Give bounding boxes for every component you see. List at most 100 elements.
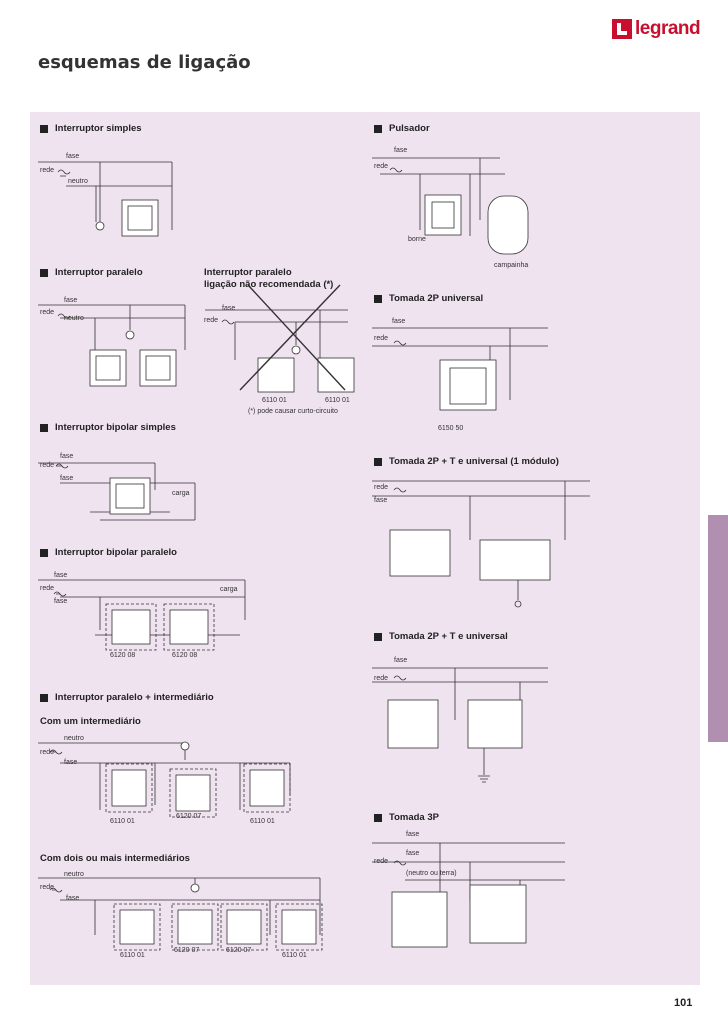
label-fase: fase — [394, 657, 408, 664]
label-neutro-ou-terra: (neutro ou terra) — [406, 870, 457, 877]
label-campainha: campainha — [494, 262, 529, 269]
bullet-square-icon — [40, 693, 48, 702]
section-title-pulsador: Pulsador — [374, 123, 430, 134]
diagram-bipolar-paralelo — [38, 579, 246, 651]
label-carga: carga — [172, 490, 190, 497]
label-fase: fase — [394, 147, 408, 154]
label-ref-6120-07: 6120 07 — [226, 947, 252, 954]
page-title: esquemas de ligação — [38, 52, 251, 73]
label-rede: rede — [40, 309, 55, 316]
label-rede: rede — [374, 858, 389, 865]
diagram-interruptor-paralelo — [38, 304, 186, 387]
label-rede: rede — [40, 884, 55, 891]
label-ref-6110-01: 6110 01 — [120, 952, 145, 959]
label-neutro: neutro — [64, 735, 84, 742]
bullet-square-icon — [40, 124, 48, 133]
label-neutro: neutro — [64, 315, 84, 322]
diagram-dois-intermediarios — [38, 877, 323, 951]
label-fase: fase — [406, 850, 420, 857]
diagram-bipolar-simples — [38, 462, 196, 521]
label-fase: fase — [222, 305, 236, 312]
label-ref-6120-07: 6120 07 — [174, 947, 200, 954]
label-rede: rede — [374, 484, 389, 491]
diagram-tomada-2pt-1modulo — [372, 480, 590, 608]
label-fase: fase — [406, 831, 420, 838]
label-ref-6110-01: 6110 01 — [110, 818, 135, 825]
label-fase: fase — [64, 297, 78, 304]
section-title-nao-recomendada-2: ligação não recomendada (*) — [204, 279, 334, 290]
section-title-text: Tomada 3P — [389, 812, 439, 823]
label-neutro: neutro — [64, 871, 84, 878]
subtitle-um-intermediario: Com um intermediário — [40, 716, 141, 727]
section-title-text: Tomada 2P universal — [389, 293, 484, 304]
label-fase: fase — [64, 759, 78, 766]
label-rede: rede — [40, 462, 55, 469]
label-rede: rede — [374, 675, 389, 682]
legrand-logo: legrand — [612, 18, 701, 40]
section-title-tomada-3p: Tomada 3P — [374, 812, 439, 823]
legrand-logo-mark — [612, 19, 632, 39]
section-title-text: Tomada 2P + T e universal — [389, 631, 508, 642]
label-ref-6150-50: 6150 50 — [438, 425, 464, 432]
chapter-tab — [708, 515, 728, 742]
section-title-text: Interruptor simples — [55, 123, 142, 134]
diagram-tomada-3p — [372, 842, 565, 948]
label-ref-6120-08-b: 6120 08 — [172, 652, 198, 659]
bullet-square-icon — [374, 457, 382, 466]
bullet-square-icon — [374, 632, 382, 641]
section-title-bipolar-paralelo: Interruptor bipolar paralelo — [40, 547, 177, 558]
label-rede: rede — [204, 317, 219, 324]
label-ref-6110-01-a: 6110 01 — [262, 397, 287, 404]
section-title-bipolar-simples: Interruptor bipolar simples — [40, 422, 176, 433]
diagram-um-intermediario — [38, 741, 291, 818]
bullet-square-icon — [374, 124, 382, 133]
label-borne: borne — [408, 236, 426, 243]
section-title-nao-recomendada-1: Interruptor paralelo — [204, 267, 292, 278]
section-title-text: Interruptor bipolar paralelo — [55, 547, 177, 558]
note-curto-circuito: (*) pode causar curto-circuito — [248, 408, 338, 415]
label-rede: rede — [40, 585, 55, 592]
label-fase: fase — [54, 572, 68, 579]
section-title-paralelo-intermediario: Interruptor paralelo + intermediário — [40, 692, 214, 703]
label-carga: carga — [220, 586, 238, 593]
diagram-tomada-2p-universal — [372, 327, 548, 411]
bullet-square-icon — [40, 548, 48, 557]
diagram-pulsador — [372, 157, 529, 255]
section-title-tomada-2pt-1modulo: Tomada 2P + T e universal (1 módulo) — [374, 456, 559, 467]
label-fase: fase — [60, 453, 74, 460]
section-title-text: Tomada 2P + T e universal (1 módulo) — [389, 456, 559, 467]
diagram-nao-recomendada — [205, 284, 355, 393]
bullet-square-icon — [374, 813, 382, 822]
bullet-square-icon — [40, 268, 48, 277]
subtitle-dois-intermediarios: Com dois ou mais intermediários — [40, 853, 190, 864]
label-neutro: neutro — [68, 178, 88, 185]
label-fase: fase — [66, 153, 80, 160]
section-title-tomada-2p-universal: Tomada 2P universal — [374, 293, 483, 304]
section-title-interruptor-paralelo: Interruptor paralelo — [40, 267, 143, 278]
label-ref-6120-08-a: 6120 08 — [110, 652, 136, 659]
bullet-square-icon — [374, 294, 382, 303]
page-number: 101 — [674, 997, 693, 1009]
label-ref-6110-01: 6110 01 — [250, 818, 275, 825]
label-ref-6110-01: 6110 01 — [282, 952, 307, 959]
section-title-text: Interruptor paralelo + intermediário — [55, 692, 214, 703]
label-fase: fase — [374, 497, 388, 504]
section-title-text: Pulsador — [389, 123, 430, 134]
diagram-interruptor-simples — [38, 161, 173, 237]
bullet-square-icon — [40, 423, 48, 432]
section-title-text: Interruptor bipolar simples — [55, 422, 176, 433]
label-fase: fase — [392, 318, 406, 325]
label-fase: fase — [54, 598, 68, 605]
label-fase: fase — [66, 895, 80, 902]
label-rede: rede — [40, 167, 55, 174]
section-title-interruptor-simples: Interruptor simples — [40, 123, 142, 134]
label-fase: fase — [60, 475, 74, 482]
diagram-tomada-2pt-universal — [372, 667, 548, 783]
label-ref-6110-01-b: 6110 01 — [325, 397, 350, 404]
label-ref-6120-07: 6120 07 — [176, 813, 202, 820]
label-rede: rede — [374, 163, 389, 170]
section-title-text: Interruptor paralelo — [55, 267, 143, 278]
section-title-tomada-2pt-universal: Tomada 2P + T e universal — [374, 631, 508, 642]
label-rede: rede — [40, 749, 55, 756]
